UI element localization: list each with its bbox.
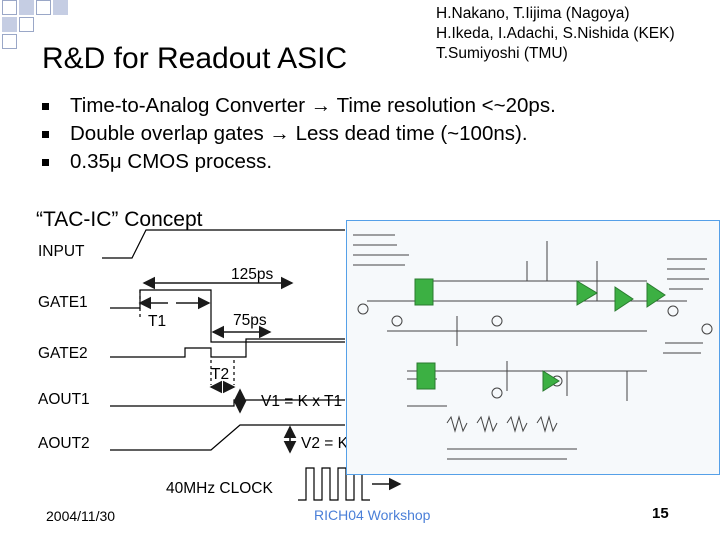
concept-heading: “TAC-IC” Concept: [36, 208, 203, 231]
aout2-waveform: [110, 424, 345, 451]
author-line: H.Ikeda, I.Adachi, S.Nishida (KEK): [436, 25, 675, 42]
slide-title: R&D for Readout ASIC: [42, 42, 348, 75]
span-125ps-label: 125ps: [231, 266, 274, 283]
author-line: H.Nakano, T.Iijima (Nagoya): [436, 5, 630, 22]
signal-label-input: INPUT: [38, 243, 85, 260]
signal-label-aout1: AOUT1: [38, 391, 90, 408]
t2-label: T2: [211, 366, 230, 383]
span-75ps-label: 75ps: [233, 312, 267, 329]
footer-workshop: RICH04 Workshop: [314, 507, 431, 523]
bullet-item: Time-to-Analog Converter → Time resoluti…: [42, 92, 556, 120]
bullet-item: Double overlap gates → Less dead time (~…: [42, 120, 556, 148]
bullet-square-icon: [42, 131, 49, 138]
green-block-1: [414, 278, 434, 306]
bullet-item: 0.35μ CMOS process.: [42, 148, 556, 176]
v1-label: V1 = K x T1: [261, 393, 343, 410]
circuit-schematic-image: [346, 220, 720, 475]
page-number: 15: [652, 505, 669, 522]
clock-label: 40MHz CLOCK: [166, 480, 273, 497]
bullet-square-icon: [42, 159, 49, 166]
signal-label-gate2: GATE2: [38, 345, 88, 362]
footer-date: 2004/11/30: [46, 508, 116, 524]
input-waveform: [102, 229, 345, 259]
bullet-list: Time-to-Analog Converter → Time resoluti…: [42, 92, 556, 176]
signal-label-gate1: GATE1: [38, 294, 88, 311]
bullet-square-icon: [42, 103, 49, 110]
author-line: T.Sumiyoshi (TMU): [436, 45, 568, 62]
schematic-drawing: [353, 234, 713, 460]
author-list: H.Nakano, T.Iijima (Nagoya) H.Ikeda, I.A…: [436, 4, 675, 64]
signal-label-aout2: AOUT2: [38, 435, 90, 452]
gate1-waveform: [110, 289, 345, 343]
green-block-2: [416, 362, 436, 390]
gate2-waveform: [110, 338, 345, 358]
t1-label: T1: [148, 313, 167, 330]
